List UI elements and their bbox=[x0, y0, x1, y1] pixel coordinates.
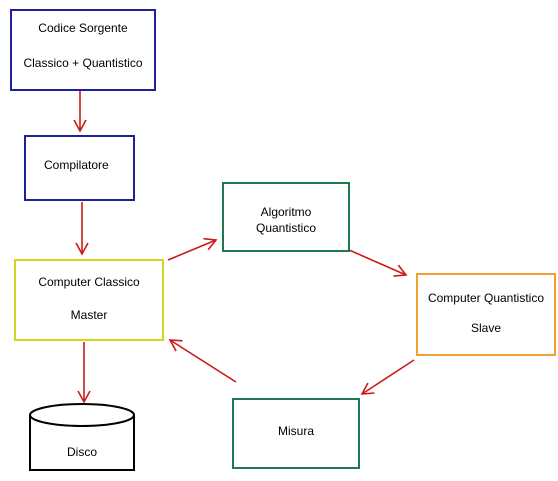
source-code-box: Codice Sorgente Classico + Quantistico bbox=[10, 9, 156, 91]
classical-computer-box: Computer Classico Master bbox=[14, 259, 164, 341]
source-code-subtitle: Classico + Quantistico bbox=[23, 56, 143, 70]
source-code-title: Codice Sorgente bbox=[38, 21, 128, 35]
measurement-label: Misura bbox=[277, 424, 314, 438]
quantum-algorithm-title: Algoritmo bbox=[260, 205, 312, 219]
classical-computer-role: Master bbox=[70, 308, 108, 322]
quantum-algorithm-box: Algoritmo Quantistico bbox=[222, 182, 350, 252]
arrow-quantum-to-measure bbox=[360, 359, 415, 395]
disk-label: Disco bbox=[66, 445, 97, 459]
disk-shape bbox=[29, 403, 135, 471]
arrow-measure-to-classical bbox=[168, 339, 237, 383]
measurement-box: Misura bbox=[232, 398, 360, 469]
classical-computer-title: Computer Classico bbox=[38, 275, 140, 289]
arrow-algorithm-to-quantum bbox=[339, 245, 408, 277]
quantum-computer-role: Slave bbox=[470, 321, 502, 335]
quantum-computer-title: Computer Quantistico bbox=[427, 291, 545, 305]
quantum-algorithm-subtitle: Quantistico bbox=[255, 221, 317, 235]
arrow-classical-to-algorithm bbox=[167, 237, 218, 261]
compiler-label: Compilatore bbox=[44, 158, 109, 172]
compiler-box: Compilatore bbox=[24, 135, 135, 201]
quantum-computer-box: Computer Quantistico Slave bbox=[416, 273, 556, 356]
